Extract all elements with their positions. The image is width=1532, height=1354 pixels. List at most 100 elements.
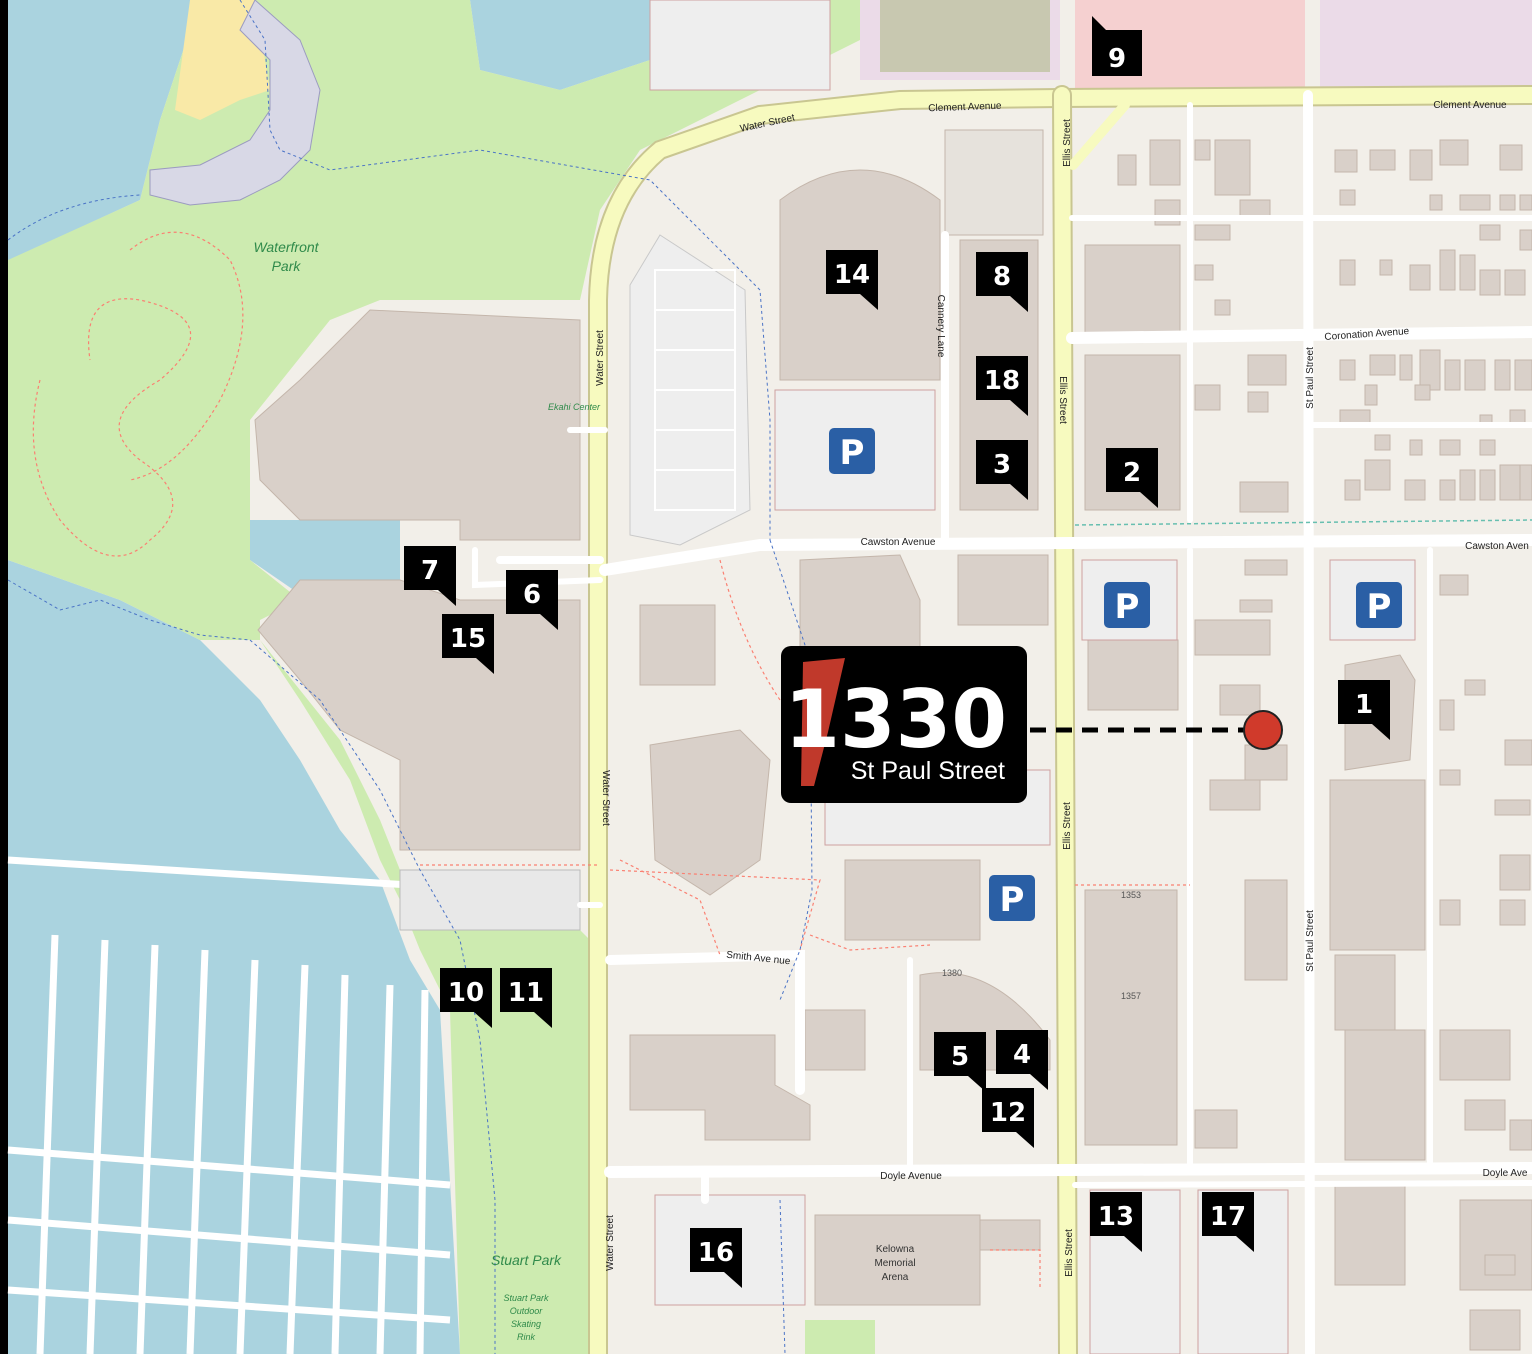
green-field bbox=[880, 0, 1050, 72]
admin-boundaries bbox=[7, 0, 813, 1354]
marker[interactable]: 11 bbox=[500, 968, 552, 1028]
parking-badge-bg bbox=[829, 428, 875, 474]
featured-number: 1330 bbox=[784, 673, 1007, 766]
parking-badge[interactable]: P bbox=[989, 875, 1035, 921]
marker[interactable]: 12 bbox=[982, 1088, 1034, 1148]
label-skating-3: Skating bbox=[511, 1319, 541, 1329]
label-ellis-v3: Ellis Street bbox=[1062, 802, 1073, 850]
marker-label: 17 bbox=[1210, 1202, 1246, 1232]
label-ekahi: Ekahi Center bbox=[548, 402, 601, 412]
label-ellis-v1: Ellis Street bbox=[1062, 119, 1073, 167]
location-dot[interactable] bbox=[1243, 710, 1283, 750]
label-ellis-v2: Ellis Street bbox=[1057, 376, 1068, 424]
marker[interactable]: 15 bbox=[442, 614, 494, 674]
marker[interactable]: 8 bbox=[976, 252, 1028, 312]
marker[interactable]: 7 bbox=[404, 546, 456, 606]
parking-icon: P bbox=[1367, 587, 1392, 627]
marker-label: 3 bbox=[993, 450, 1011, 480]
marker-label: 18 bbox=[984, 366, 1020, 396]
marker-label: 10 bbox=[448, 978, 484, 1008]
marina-docks bbox=[7, 856, 451, 1354]
callout-box bbox=[781, 646, 1027, 803]
marker[interactable]: 13 bbox=[1090, 1192, 1142, 1252]
marker-label: 6 bbox=[523, 580, 541, 610]
marker-label: 9 bbox=[1108, 44, 1126, 74]
major-roads bbox=[588, 85, 1532, 1354]
marker-label: 15 bbox=[450, 624, 486, 654]
label-doyle: Doyle Avenue bbox=[880, 1171, 942, 1182]
markers: 9 14 8 18 3 2 7 6 15 1 10 11 5 4 12 13 1… bbox=[404, 16, 1390, 1288]
label-skating-4: Rink bbox=[517, 1332, 536, 1342]
label-cawston-right: Cawston Aven bbox=[1465, 541, 1529, 552]
marker[interactable]: 5 bbox=[934, 1032, 986, 1092]
label-1357: 1357 bbox=[1121, 991, 1141, 1001]
pier bbox=[149, 0, 321, 206]
marker-label: 11 bbox=[508, 978, 544, 1008]
label-cawston: Cawston Avenue bbox=[861, 537, 936, 548]
label-waterfront-1: Waterfront bbox=[253, 239, 319, 255]
label-stpaul-v1: St Paul Street bbox=[1305, 347, 1316, 409]
marker-label: 13 bbox=[1098, 1202, 1134, 1232]
label-doyle-right: Doyle Ave bbox=[1483, 1168, 1528, 1179]
minor-roads bbox=[472, 90, 1532, 1354]
marker-label: 12 bbox=[990, 1098, 1026, 1128]
label-water-v3: Water Street bbox=[605, 1215, 616, 1271]
marker-label: 7 bbox=[421, 556, 439, 586]
buildings bbox=[254, 129, 1532, 1354]
parking-icon: P bbox=[1115, 587, 1140, 627]
court-lines bbox=[654, 269, 736, 511]
place-labels: Waterfront Park Ekahi Center Stuart Park… bbox=[253, 239, 1141, 1342]
label-clement-right: Clement Avenue bbox=[1433, 100, 1507, 111]
marker[interactable]: 18 bbox=[976, 356, 1028, 416]
featured-subtitle: St Paul Street bbox=[851, 757, 1005, 785]
parking-icon: P bbox=[840, 433, 865, 473]
rink bbox=[399, 869, 581, 931]
parking-badge[interactable]: P bbox=[1356, 582, 1402, 628]
footpaths bbox=[32, 231, 1190, 1290]
marker[interactable]: 14 bbox=[826, 250, 878, 310]
parking-badge-bg bbox=[989, 875, 1035, 921]
marker[interactable]: 6 bbox=[506, 570, 558, 630]
marker[interactable]: 4 bbox=[996, 1030, 1048, 1090]
marker-label: 8 bbox=[993, 262, 1011, 292]
label-clement-left: Clement Avenue bbox=[928, 101, 1002, 115]
label-stuart-park: Stuart Park bbox=[491, 1252, 562, 1268]
logo-accent-mark bbox=[801, 658, 845, 786]
inner-basin bbox=[470, 0, 650, 90]
marker-label: 5 bbox=[951, 1042, 969, 1072]
marker[interactable]: 16 bbox=[690, 1228, 742, 1288]
parking-badge-bg bbox=[1356, 582, 1402, 628]
marker[interactable]: 3 bbox=[976, 440, 1028, 500]
parking-icon: P bbox=[1000, 880, 1025, 920]
label-stpaul-v2: St Paul Street bbox=[1305, 910, 1316, 972]
label-arena-3: Arena bbox=[882, 1272, 909, 1283]
street-labels: Clement Avenue Clement Avenue Water Stre… bbox=[595, 100, 1529, 1277]
marker-label: 1 bbox=[1355, 690, 1373, 720]
featured-location[interactable]: 1330 St Paul Street bbox=[781, 646, 1283, 803]
marker[interactable]: 1 bbox=[1338, 680, 1390, 740]
marker[interactable]: 10 bbox=[440, 968, 492, 1028]
parking-badge[interactable]: P bbox=[1104, 582, 1150, 628]
marker[interactable]: 17 bbox=[1202, 1192, 1254, 1252]
green-strip bbox=[1074, 519, 1532, 526]
shore-park bbox=[260, 640, 590, 1354]
label-arena-1: Kelowna bbox=[876, 1244, 915, 1255]
label-arena-2: Memorial bbox=[874, 1258, 915, 1269]
left-edge bbox=[0, 0, 8, 1354]
label-ellis-v4: Ellis Street bbox=[1064, 1229, 1075, 1277]
parking-badge-bg bbox=[1104, 582, 1150, 628]
label-cannery: Cannery Lane bbox=[935, 295, 946, 358]
green-patch bbox=[805, 1320, 875, 1354]
marker-label: 16 bbox=[698, 1238, 734, 1268]
marker[interactable]: 2 bbox=[1106, 448, 1158, 508]
label-water-v2: Water Street bbox=[600, 770, 611, 826]
label-waterfront-2: Park bbox=[272, 258, 302, 274]
purple-zone bbox=[1320, 0, 1532, 95]
houses bbox=[1117, 139, 1532, 613]
parking-badges: P P P P bbox=[829, 428, 1402, 921]
label-water-v1: Water Street bbox=[595, 330, 606, 386]
marker[interactable]: 9 bbox=[1092, 16, 1142, 76]
marker-label: 14 bbox=[834, 260, 870, 290]
parking-badge[interactable]: P bbox=[829, 428, 875, 474]
